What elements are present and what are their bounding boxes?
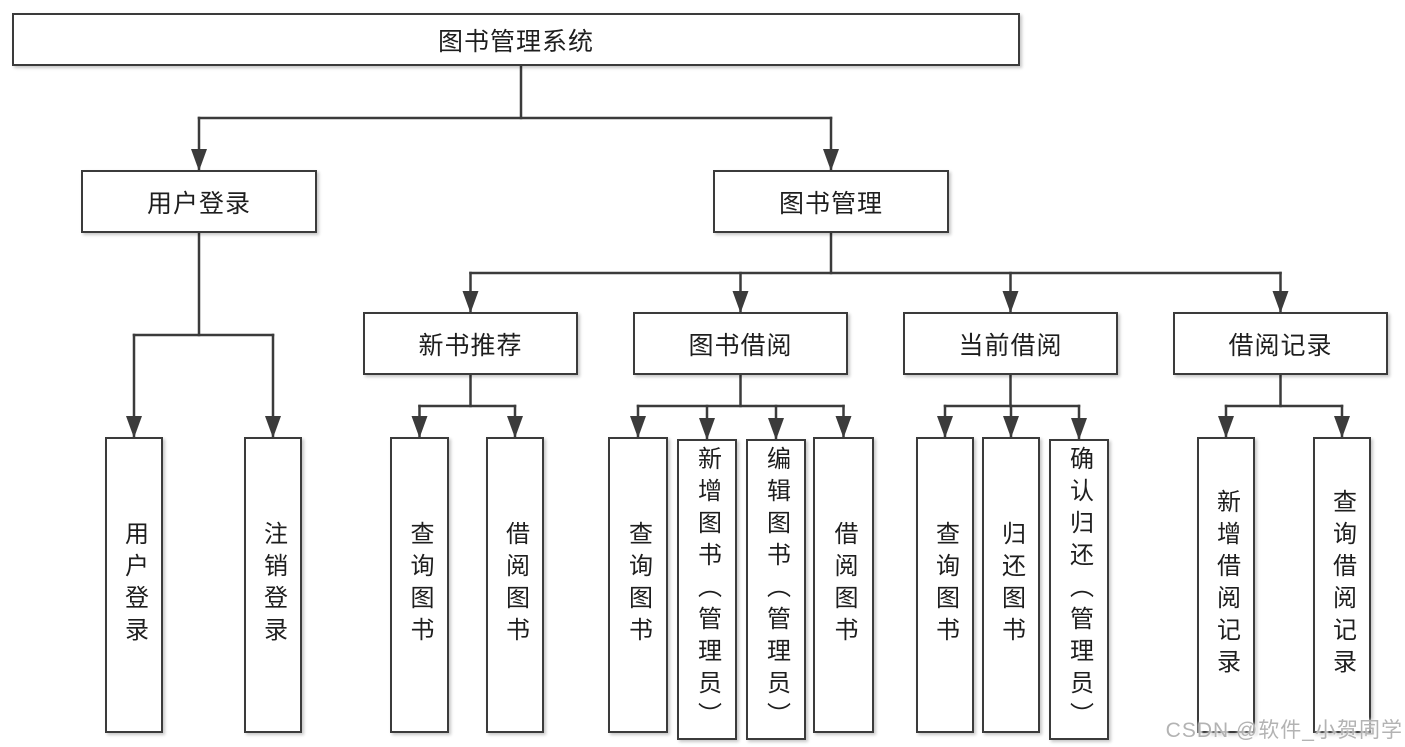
node-leaf-query-book-borrow: 查询图书: [608, 437, 668, 733]
node-leaf-logout: 注销登录: [244, 437, 302, 733]
node-leaf-edit-book-admin: 编辑图书（管理员）: [746, 439, 806, 740]
node-leaf-return-book: 归还图书: [982, 437, 1040, 733]
node-leaf-user-login: 用户登录: [105, 437, 163, 733]
node-book-borrow: 图书借阅: [633, 312, 848, 375]
node-leaf-confirm-return-admin: 确认归还（管理员）: [1049, 439, 1109, 740]
node-leaf-query-book-new: 查询图书: [390, 437, 449, 733]
node-leaf-add-book-admin: 新增图书（管理员）: [677, 439, 737, 740]
csdn-watermark: CSDN @软件_小贺同学: [1165, 719, 1403, 742]
node-leaf-borrow-book-borrow: 借阅图书: [813, 437, 874, 733]
node-new-book-rec: 新书推荐: [363, 312, 578, 375]
node-leaf-query-borrow-record: 查询借阅记录: [1313, 437, 1371, 733]
node-borrow-records: 借阅记录: [1173, 312, 1388, 375]
node-current-borrow: 当前借阅: [903, 312, 1118, 375]
node-root: 图书管理系统: [12, 13, 1020, 66]
node-book-mgmt: 图书管理: [713, 170, 949, 233]
node-leaf-add-borrow-record: 新增借阅记录: [1197, 437, 1255, 733]
node-leaf-borrow-book-new: 借阅图书: [486, 437, 544, 733]
node-leaf-query-book-current: 查询图书: [916, 437, 974, 733]
node-user-login: 用户登录: [81, 170, 317, 233]
